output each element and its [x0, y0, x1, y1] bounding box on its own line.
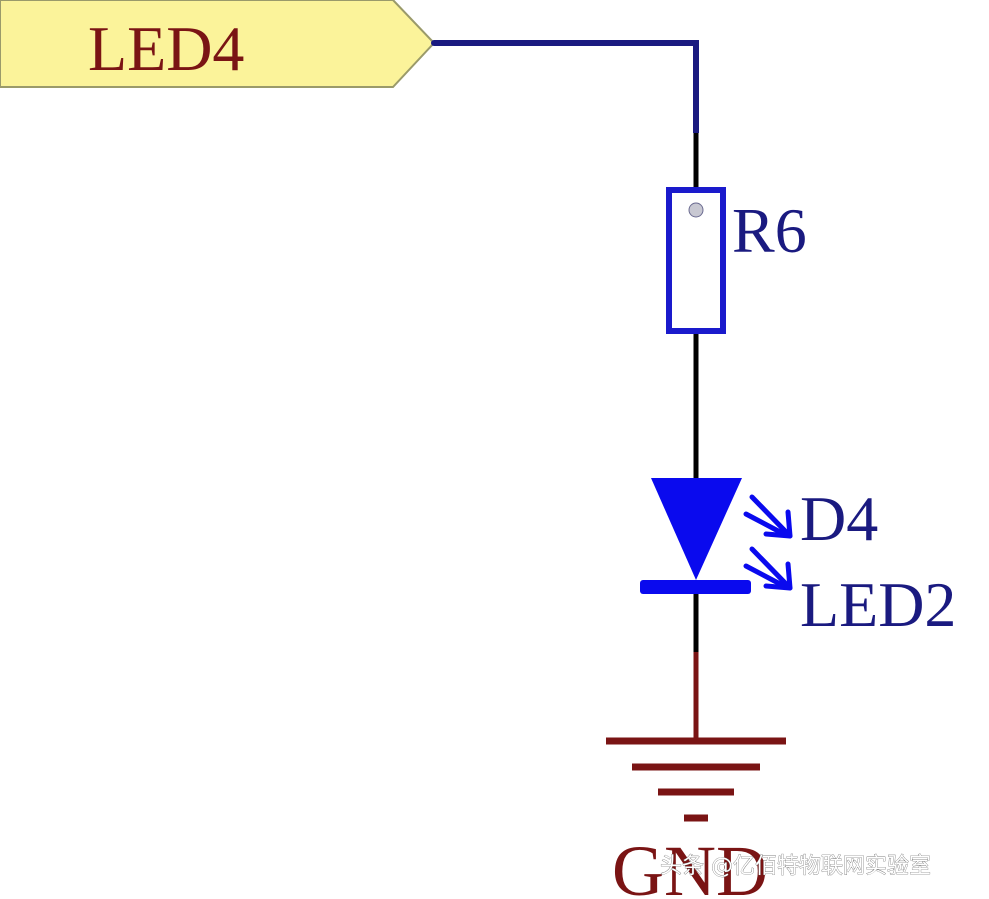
- led-designator: D4: [800, 483, 878, 554]
- ground-label: GND: [612, 831, 768, 899]
- led-cathode-bar: [640, 580, 751, 594]
- ground-icon: [606, 737, 786, 822]
- watermark-text: 头条 @亿佰特物联网实验室: [660, 854, 931, 879]
- net-port-shape: [0, 0, 436, 88]
- led-comment: LED2: [800, 569, 956, 640]
- resistor-designator: R6: [732, 195, 807, 266]
- ground-symbol[interactable]: GND: [606, 737, 786, 899]
- net-wire: [434, 40, 699, 133]
- led-d4[interactable]: D4 LED2: [640, 478, 956, 640]
- light-emission-arrows-icon: [743, 494, 793, 591]
- net-port-led4[interactable]: LED4: [0, 0, 436, 88]
- resistor-pin1-marker: [688, 202, 704, 218]
- resistor-r6[interactable]: R6: [666, 187, 807, 334]
- wire-junction-dot: [431, 40, 437, 46]
- net-port-label: LED4: [88, 13, 244, 84]
- led-anode-triangle: [651, 478, 742, 580]
